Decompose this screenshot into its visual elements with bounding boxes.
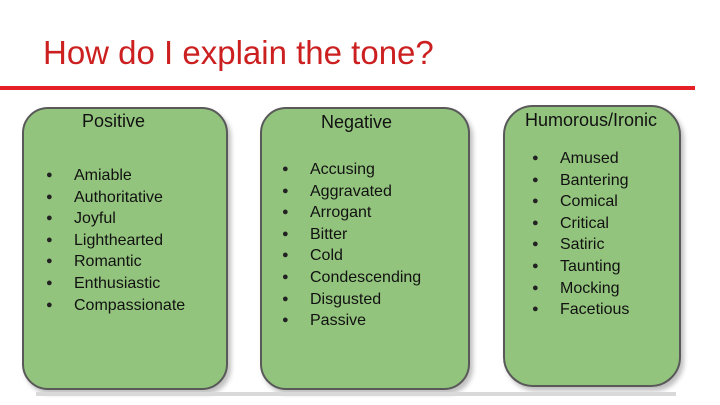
list-item: Satiric — [532, 234, 629, 256]
humorous-ironic-tone-card: Humorous/Ironic Amused Bantering Comical… — [503, 105, 681, 387]
list-item: Bitter — [282, 224, 421, 246]
list-item: Joyful — [46, 208, 185, 230]
list-item: Amiable — [46, 165, 185, 187]
list-item: Facetious — [532, 299, 629, 321]
positive-tone-list: Amiable Authoritative Joyful Lighthearte… — [46, 165, 185, 316]
humorous-ironic-tone-list: Amused Bantering Comical Critical Satiri… — [532, 148, 629, 321]
list-item: Romantic — [46, 251, 185, 273]
card-heading-negative: Negative — [321, 112, 393, 132]
list-item: Enthusiastic — [46, 273, 185, 295]
list-item: Disgusted — [282, 289, 421, 311]
list-item: Taunting — [532, 256, 629, 278]
list-item: Authoritative — [46, 187, 185, 209]
list-item: Accusing — [282, 159, 421, 181]
list-item: Comical — [532, 191, 629, 213]
list-item: Condescending — [282, 267, 421, 289]
negative-tone-list: Accusing Aggravated Arrogant Bitter Cold… — [282, 159, 421, 332]
list-item: Mocking — [532, 278, 629, 300]
list-item: Amused — [532, 148, 629, 170]
list-item: Critical — [532, 213, 629, 235]
card-heading-humorous-ironic: Humorous/Ironic — [525, 110, 658, 130]
list-item: Arrogant — [282, 202, 421, 224]
list-item: Lighthearted — [46, 230, 185, 252]
negative-tone-card: Negative Accusing Aggravated Arrogant Bi… — [260, 107, 470, 390]
footer-divider — [36, 392, 676, 396]
title-divider — [0, 86, 695, 90]
list-item: Aggravated — [282, 181, 421, 203]
positive-tone-card: Positive Amiable Authoritative Joyful Li… — [22, 107, 228, 390]
list-item: Bantering — [532, 170, 629, 192]
slide-title: How do I explain the tone? — [43, 34, 434, 71]
card-heading-positive: Positive — [82, 111, 146, 131]
list-item: Compassionate — [46, 295, 185, 317]
list-item: Cold — [282, 245, 421, 267]
list-item: Passive — [282, 310, 421, 332]
